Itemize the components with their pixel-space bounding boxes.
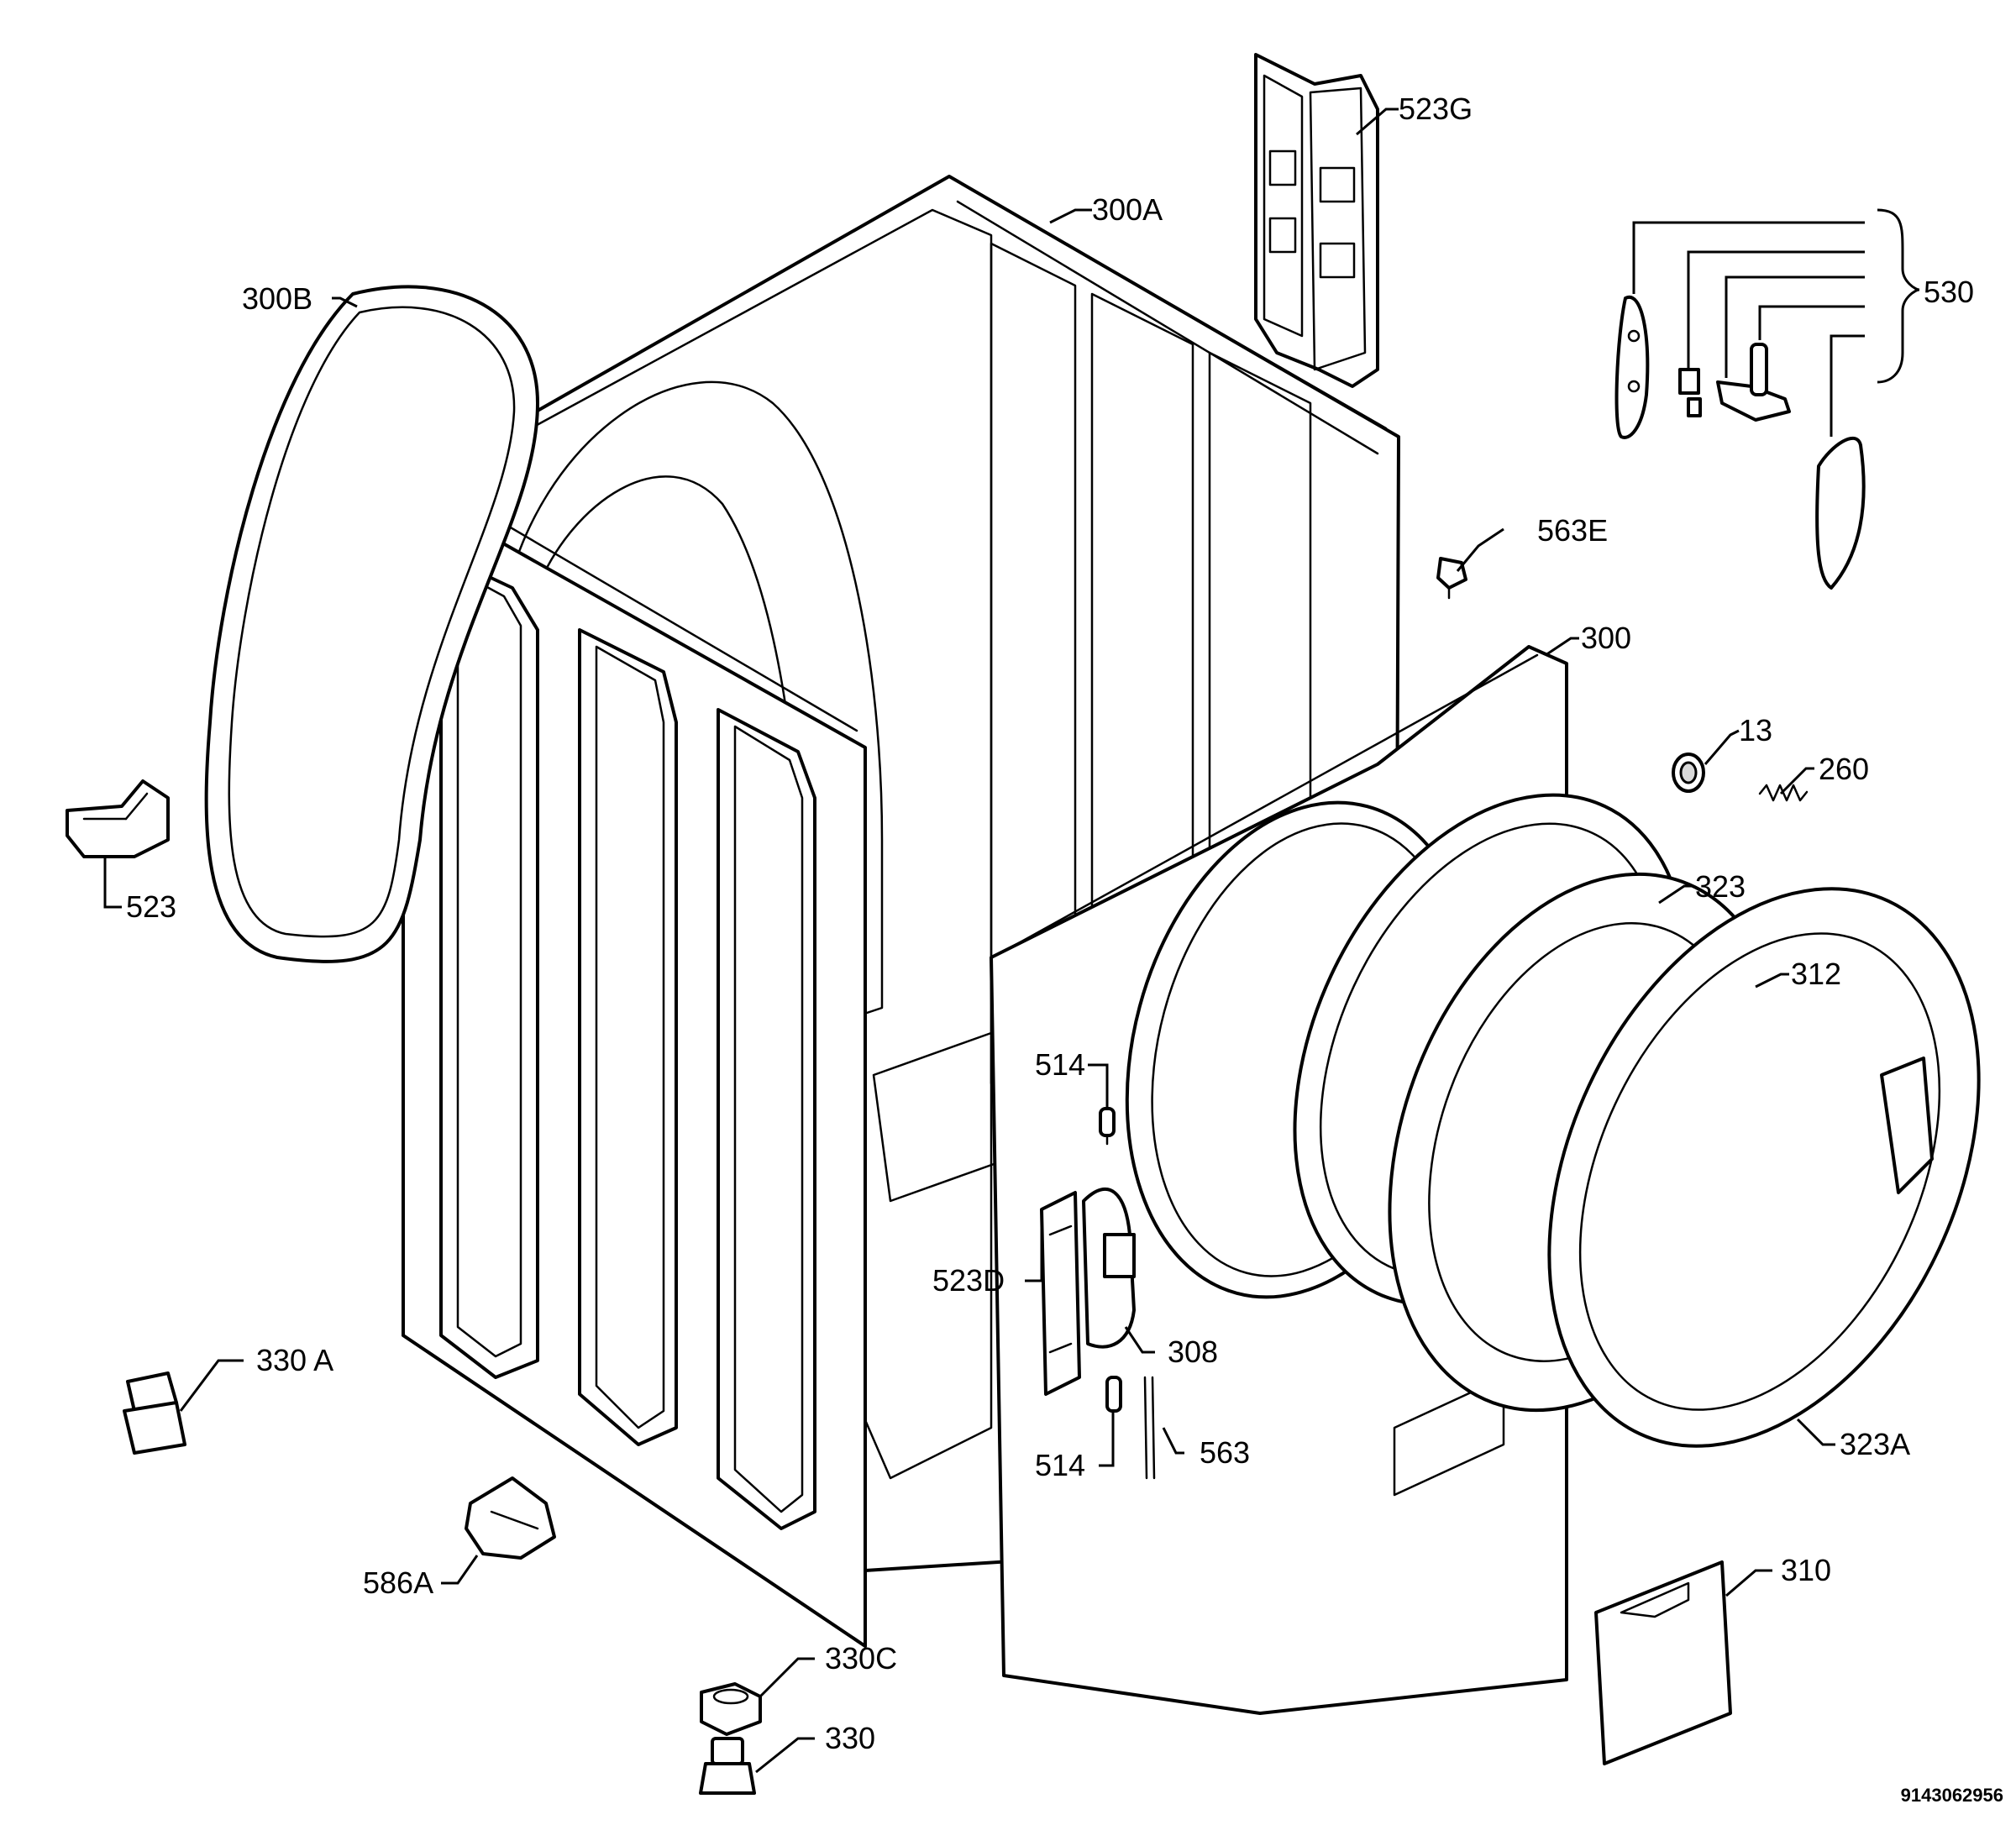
label-514-upper: 514 [1035,1047,1085,1082]
label-13: 13 [1739,713,1772,747]
label-523D: 523D [932,1263,1005,1298]
clip-563E [1436,557,1467,600]
foot-330A [123,1371,186,1455]
hinge-bracket-523G [1254,53,1379,388]
label-523: 523 [126,889,176,924]
label-563: 563 [1200,1435,1250,1470]
outer-ring-323A [1547,887,1981,1448]
label-323: 323 [1695,869,1746,904]
label-300: 300 [1581,621,1631,655]
label-530: 530 [1924,275,1974,309]
label-323A: 323A [1840,1427,1910,1461]
label-300A: 300A [1092,192,1163,227]
document-number: 9143062956 [1901,1785,2003,1806]
nut-330C [700,1682,762,1736]
label-260: 260 [1819,752,1869,786]
hinge-308 [1082,1188,1136,1349]
label-308: 308 [1168,1335,1218,1369]
cabinet-300A [402,175,1400,1648]
label-523G: 523G [1399,92,1473,126]
foot-330 [699,1737,756,1795]
rear-ring-300B [204,285,539,963]
leader-lines [103,108,1920,1774]
label-514-lower: 514 [1035,1448,1085,1482]
label-312: 312 [1791,957,1841,991]
label-330: 330 [825,1721,875,1755]
hinge-plate-523D [1040,1191,1081,1396]
rod-563 [1143,1376,1156,1480]
bracket-523 [66,779,170,858]
label-586A: 586A [363,1565,433,1600]
bushing-13 [1672,753,1705,793]
handle-kit-530 [1614,295,1866,590]
label-330A: 330 A [256,1343,333,1377]
bracket-586A [465,1476,556,1560]
part-labels: 300A 300B 523G 530 563E 300 13 260 523 3… [126,92,1974,1755]
pin-514-lower [1105,1376,1122,1413]
label-563E: 563E [1537,513,1608,548]
label-310: 310 [1781,1553,1831,1587]
flap-310 [1594,1560,1732,1765]
label-300B: 300B [242,281,312,316]
label-330C: 330C [825,1641,897,1676]
